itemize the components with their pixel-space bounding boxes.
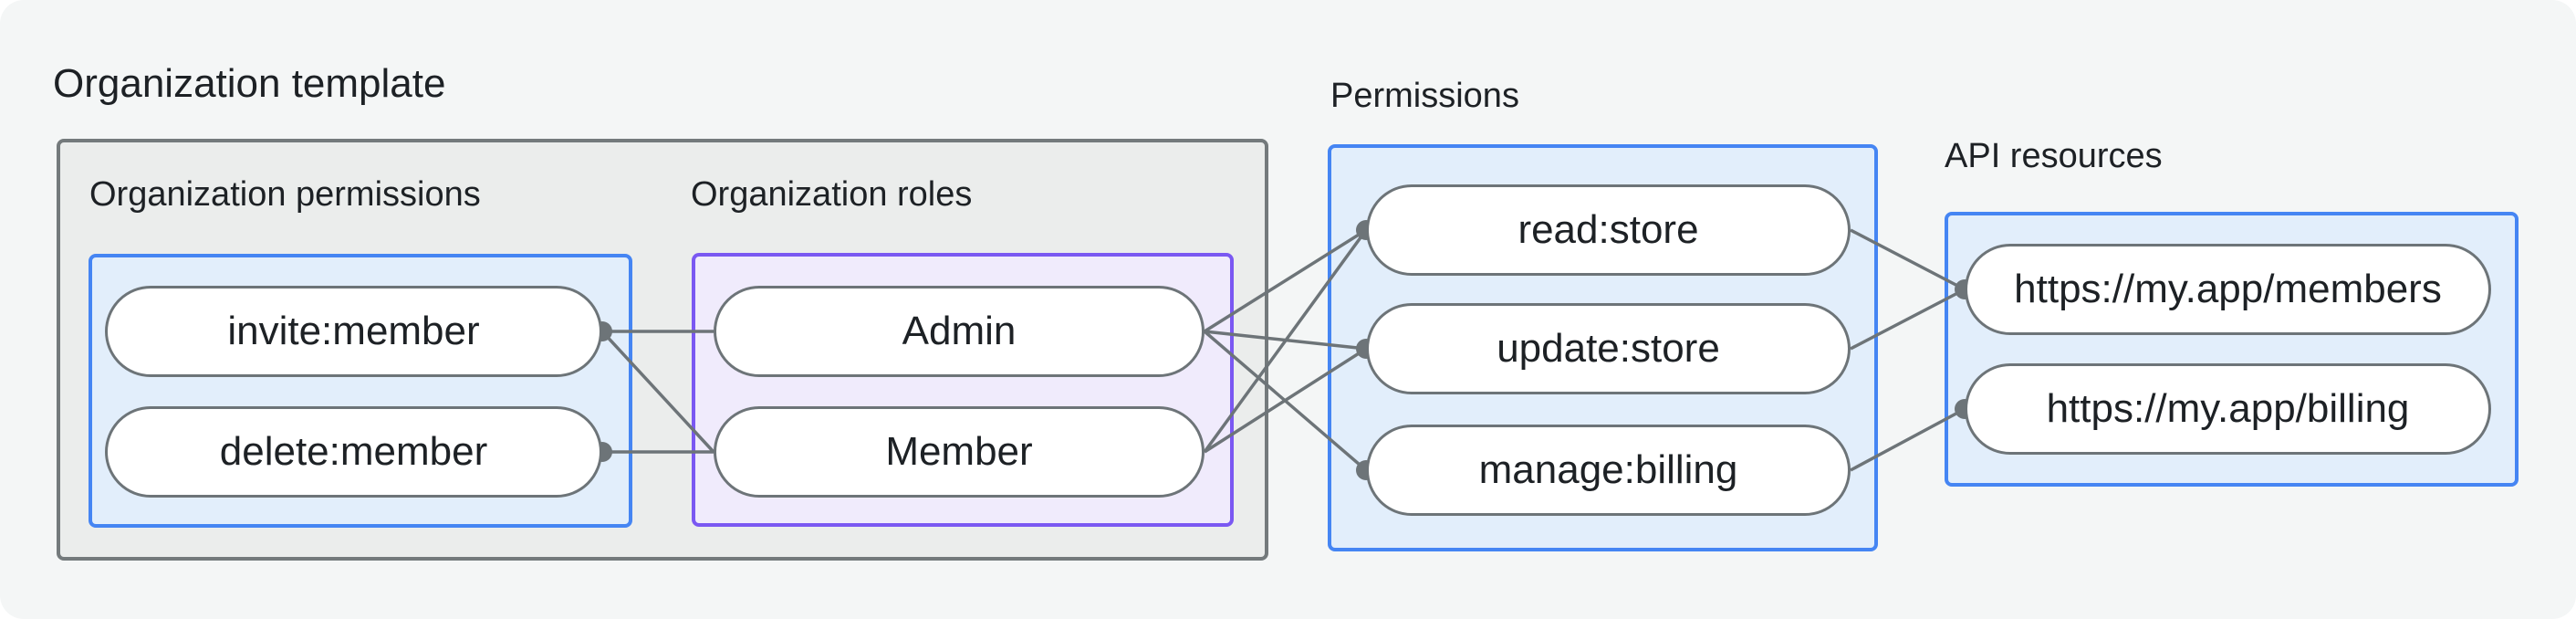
- node-invite-member: invite:member: [105, 286, 602, 377]
- node-manage-billing: manage:billing: [1366, 425, 1851, 516]
- node-admin-role: Admin: [714, 286, 1205, 377]
- organization-permissions-label: Organization permissions: [89, 175, 481, 214]
- diagram-title: Organization template: [53, 61, 446, 106]
- node-update-store: update:store: [1366, 303, 1851, 394]
- organization-roles-label: Organization roles: [691, 175, 973, 214]
- node-billing-api-resource: https://my.app/billing: [1965, 363, 2491, 455]
- node-read-store: read:store: [1366, 184, 1851, 276]
- node-member-role: Member: [714, 406, 1205, 498]
- api-resources-label: API resources: [1945, 137, 2163, 175]
- permissions-label: Permissions: [1330, 77, 1519, 115]
- node-delete-member: delete:member: [105, 406, 602, 498]
- node-members-api-resource: https://my.app/members: [1965, 244, 2491, 335]
